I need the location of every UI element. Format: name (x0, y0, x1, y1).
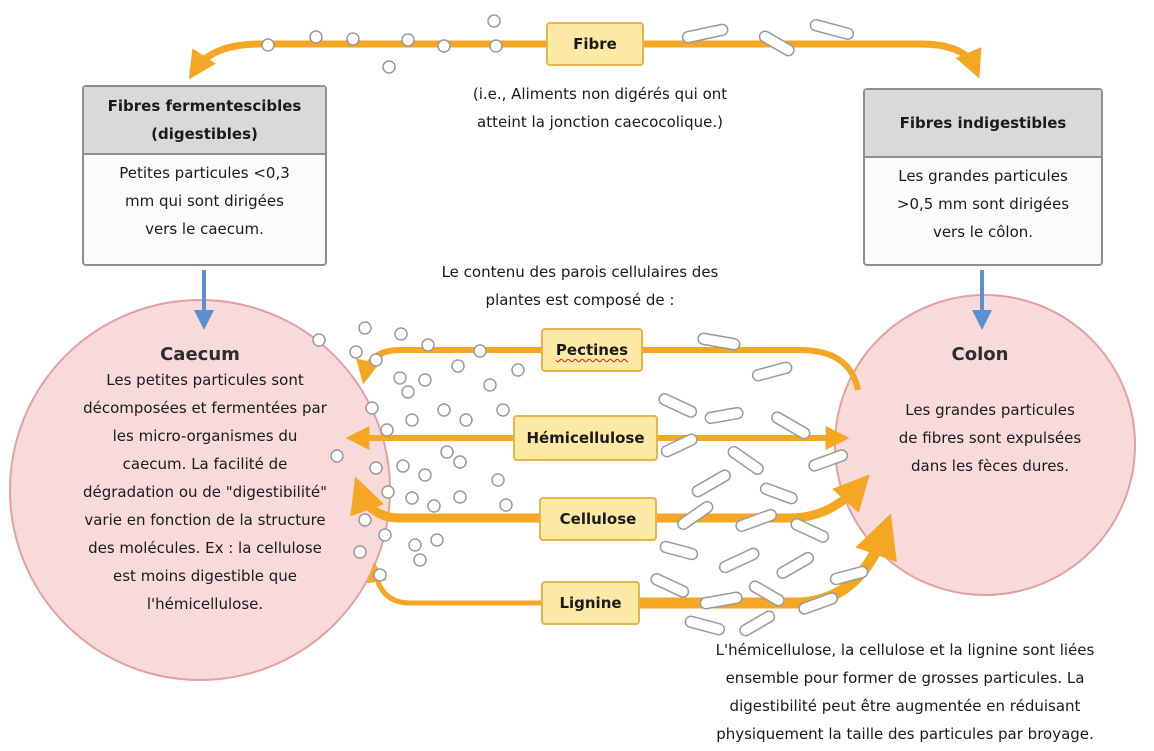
fermentable-fibres-description: Petites particules <0,3 mm qui sont diri… (119, 164, 290, 238)
arrow-fibre-to-indigestible (644, 40, 982, 79)
pectines-label: Pectines (541, 328, 643, 372)
caecum-description: Les petites particules sont décomposées … (82, 371, 328, 613)
particle-size-note: L'hémicellulose, la cellulose et la lign… (715, 641, 1095, 743)
arrow-fibre-to-fermentable (188, 40, 548, 80)
indigestible-fibres-description: Les grandes particules >0,5 mm sont diri… (896, 167, 1070, 241)
colon-title: Colon (951, 344, 1009, 365)
fermentable-fibres-title: Fibres fermentescibles (digestibles) (84, 87, 325, 155)
cellulose-label: Cellulose (539, 497, 657, 541)
fibre-label: Fibre (546, 22, 644, 66)
arrow-lignine-left (366, 562, 542, 606)
indigestible-fibres-box: Fibres indigestibles Les grandes particu… (863, 88, 1103, 266)
colon-description: Les grandes particules de fibres sont ex… (898, 401, 1082, 475)
hemicellulose-label: Hémicellulose (513, 415, 658, 461)
small-particles (261, 14, 525, 582)
fibre-note: (i.e., Aliments non digérés qui ont atte… (472, 85, 728, 131)
indigestible-fibres-title: Fibres indigestibles (865, 90, 1101, 158)
arrow-cellulose-right (657, 474, 870, 523)
caecum-title: Caecum (160, 344, 240, 365)
arrow-cellulose-left (350, 476, 545, 523)
cell-wall-intro: Le contenu des parois cellulaires des pl… (441, 263, 719, 309)
lignine-label: Lignine (541, 581, 640, 625)
large-particles (650, 18, 869, 637)
fermentable-fibres-box: Fibres fermentescibles (digestibles) Pet… (82, 85, 327, 266)
